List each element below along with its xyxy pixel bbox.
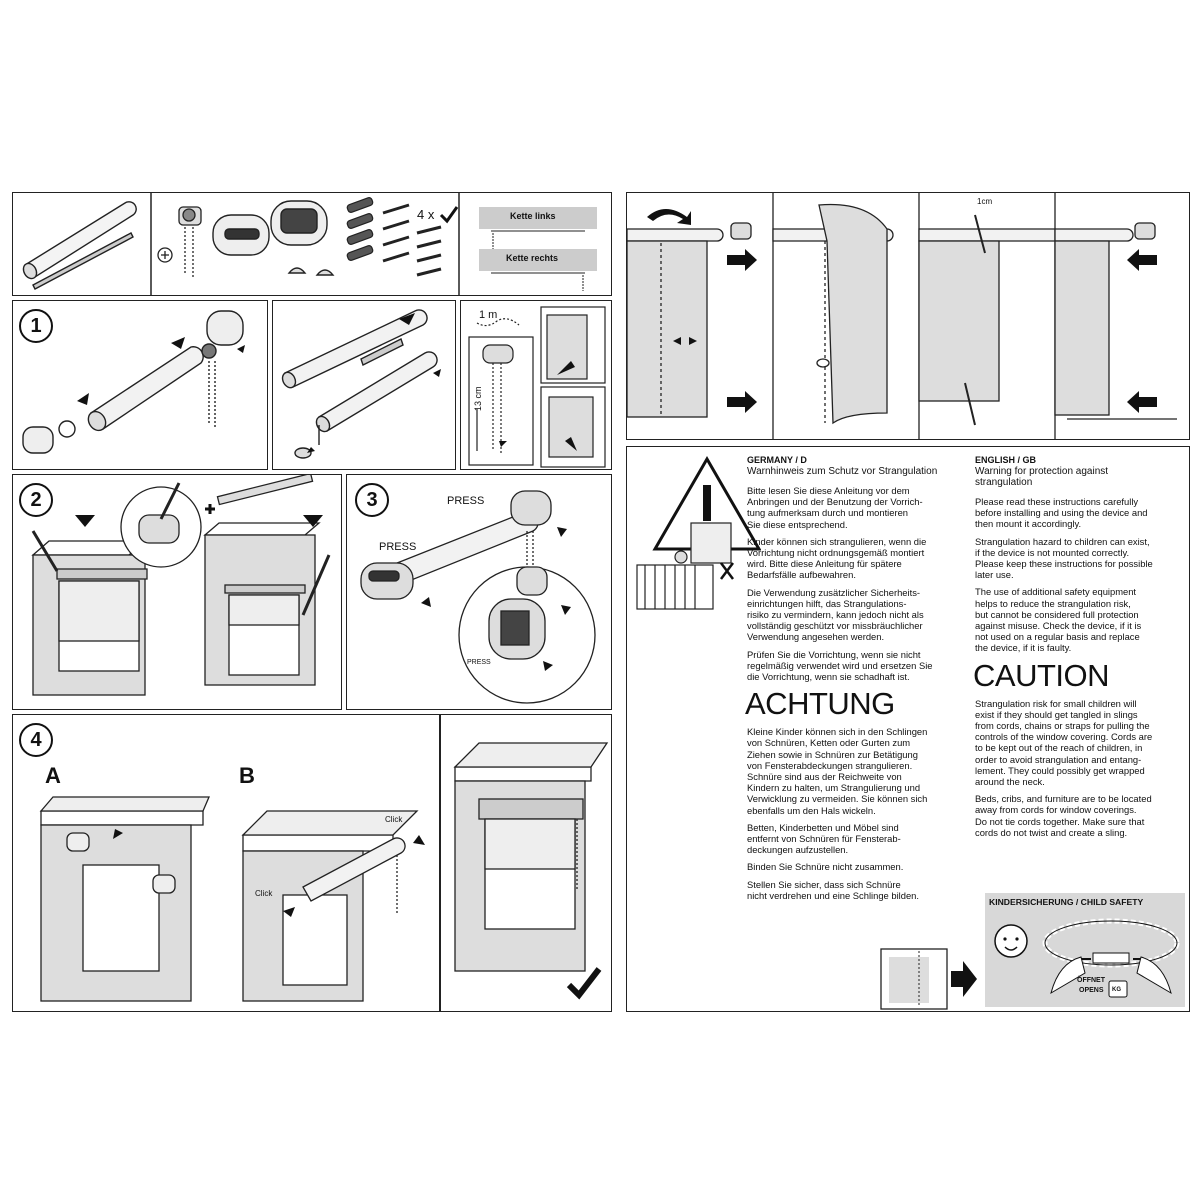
brackets <box>212 200 335 276</box>
step4-illustration <box>39 796 425 1002</box>
finished-illustration <box>453 742 609 1000</box>
english-caution-title: CAUTION <box>973 657 1110 693</box>
english-caution-paragraph: Strangulation risk for small children wi… <box>975 697 1153 788</box>
tube-insertion-illustration <box>281 309 441 459</box>
child-face-icon <box>994 924 1028 958</box>
german-paragraph: Prüfen Sie die Vorrichtung, wenn sie nic… <box>747 648 933 683</box>
screws-and-plugs <box>346 197 442 277</box>
press-label-top: PRESS <box>447 495 485 507</box>
chain-mechanism <box>157 206 202 277</box>
parts-panel: 4 x Kette links Kette rechts <box>12 192 612 296</box>
german-caution-title: ACHTUNG <box>745 686 895 722</box>
weight-label: KG <box>1112 987 1121 993</box>
chain-length-panel: 1 m 13 cm <box>460 300 612 470</box>
trimming-panel: 1cm <box>626 192 1190 440</box>
press-label-detail: PRESS <box>467 659 491 666</box>
step1-tube-panel <box>272 300 456 470</box>
roller-tube <box>22 201 137 290</box>
chain-left-label: Kette links <box>510 211 556 221</box>
step1-number: 1 <box>19 309 53 343</box>
click-label-left: Click <box>255 889 273 898</box>
opens-en-label: OPENS <box>1079 987 1104 994</box>
english-caution-paragraph: Beds, cribs, and furniture are to be loc… <box>975 793 1152 838</box>
german-header: GERMANY / D <box>747 455 807 465</box>
warning-illustration <box>636 456 761 610</box>
step4-number: 4 <box>19 723 53 757</box>
english-text-column: ENGLISH / GB Warning for protection agai… <box>973 455 1185 844</box>
step2-panel: 2 <box>12 474 342 710</box>
german-text-column: GERMANY / D Warnhinweis zum Schutz vor S… <box>745 455 957 907</box>
trim-width-label: 1cm <box>977 197 993 206</box>
chain-length-label: 1 m <box>479 309 498 321</box>
english-header: ENGLISH / GB <box>975 455 1037 465</box>
german-paragraph: Kinder können sich strangulieren, wenn d… <box>747 535 927 581</box>
step3-panel: 3 PRESS PRESS PRESS <box>346 474 612 710</box>
step2-illustration <box>31 475 331 696</box>
check-icon <box>439 206 459 224</box>
german-paragraph: Die Verwendung zusätzlicher Sicherheits-… <box>747 586 924 643</box>
child-safety-box: KINDERSICHERUNG / CHILD SAFETY ÖFFNET OP… <box>985 893 1185 1007</box>
step2-number: 2 <box>19 483 53 517</box>
german-caution-paragraph: Stellen Sie sicher, dass sich Schnüre ni… <box>747 878 919 901</box>
german-caution-paragraph: Kleine Kinder können sich in den Schling… <box>747 726 928 816</box>
press-label-left: PRESS <box>379 541 417 553</box>
step1-panel: 1 <box>12 300 268 470</box>
parts-illustration <box>22 193 597 295</box>
option-a-label: A <box>45 763 61 788</box>
chain-height-label: 13 cm <box>473 386 483 411</box>
click-label-top: Click <box>385 815 403 824</box>
warning-panel: GERMANY / D Warnhinweis zum Schutz vor S… <box>626 446 1190 1012</box>
trimming-illustration <box>627 193 1177 439</box>
english-paragraph: Strangulation hazard to children can exi… <box>975 535 1153 581</box>
arrow-icon <box>951 961 977 997</box>
german-paragraph: Bitte lesen Sie diese Anleitung vor dem … <box>747 485 923 530</box>
german-caution-paragraph: Betten, Kinderbetten und Möbel sind entf… <box>747 821 901 856</box>
english-paragraph: Please read these instructions carefully… <box>975 496 1148 530</box>
german-caution-paragraph: Binden Sie Schnüre nicht zusammen. <box>747 861 904 873</box>
english-subtitle: Warning for protection against strangula… <box>975 466 1109 488</box>
quantity-label: 4 x <box>417 207 435 222</box>
chain-right-label: Kette rechts <box>506 253 559 263</box>
chain-detail-illustration <box>880 948 977 1010</box>
step3-number: 3 <box>355 483 389 517</box>
done-check-icon <box>566 967 602 1000</box>
step4-panel: 4 A B Click Click <box>12 714 440 1012</box>
german-subtitle: Warnhinweis zum Schutz vor Strangulation <box>747 466 938 477</box>
english-paragraph: The use of additional safety equipment h… <box>975 586 1142 654</box>
step4-finished-panel <box>440 714 612 1012</box>
child-safety-illustration <box>994 918 1180 998</box>
chain-side-diagrams <box>479 207 597 291</box>
step3-illustration <box>360 490 596 704</box>
chain-length-illustration <box>468 306 606 468</box>
option-b-label: B <box>239 763 255 788</box>
opens-de-label: ÖFFNET <box>1077 977 1105 984</box>
step1-illustration <box>22 310 245 454</box>
child-safety-title: KINDERSICHERUNG / CHILD SAFETY <box>989 897 1144 907</box>
